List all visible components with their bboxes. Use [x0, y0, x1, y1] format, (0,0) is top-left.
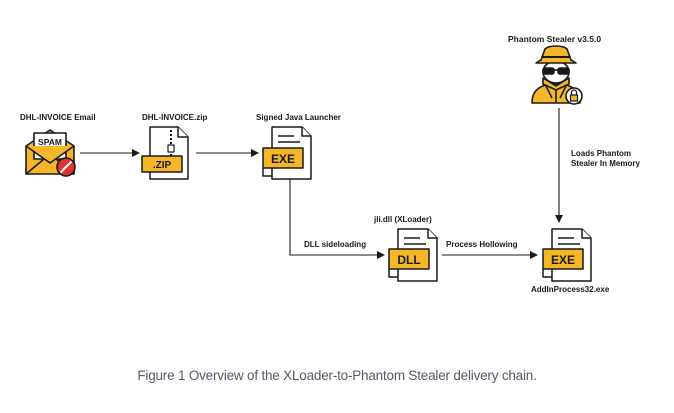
zip-file-icon: .ZIP [141, 126, 189, 180]
hacker-spy-icon [531, 45, 583, 105]
target-label: AddInProcess32.exe [531, 285, 610, 294]
zip-text: .ZIP [153, 160, 172, 171]
launcher-exe-text: EXE [271, 152, 295, 166]
sideload-label: DLL sideloading [304, 240, 367, 249]
loads-label-line2: Stealer In Memory [571, 159, 640, 168]
dll-label: jli.dll (XLoader) [374, 215, 432, 224]
zip-label: DHL-INVOICE.zip [142, 113, 208, 122]
exe-file-icon: EXE [542, 228, 592, 282]
dll-file-icon: DLL [388, 228, 438, 282]
arrow-sideloading [289, 178, 385, 259]
hollowing-label: Process Hollowing [446, 240, 518, 249]
figure-caption: Figure 1 Overview of the XLoader-to-Phan… [137, 368, 537, 383]
loads-label-line1: Loads Phantom [571, 149, 632, 158]
launcher-label: Signed Java Launcher [256, 113, 341, 122]
spam-envelope-icon: SPAM [25, 129, 76, 177]
spam-text: SPAM [38, 137, 62, 147]
email-label: DHL-INVOICE Email [20, 113, 96, 122]
target-exe-text: EXE [551, 253, 575, 267]
dll-text: DLL [397, 253, 420, 267]
stealer-label: Phantom Stealer v3.5.0 [508, 34, 602, 44]
exe-file-icon: EXE [262, 126, 312, 180]
